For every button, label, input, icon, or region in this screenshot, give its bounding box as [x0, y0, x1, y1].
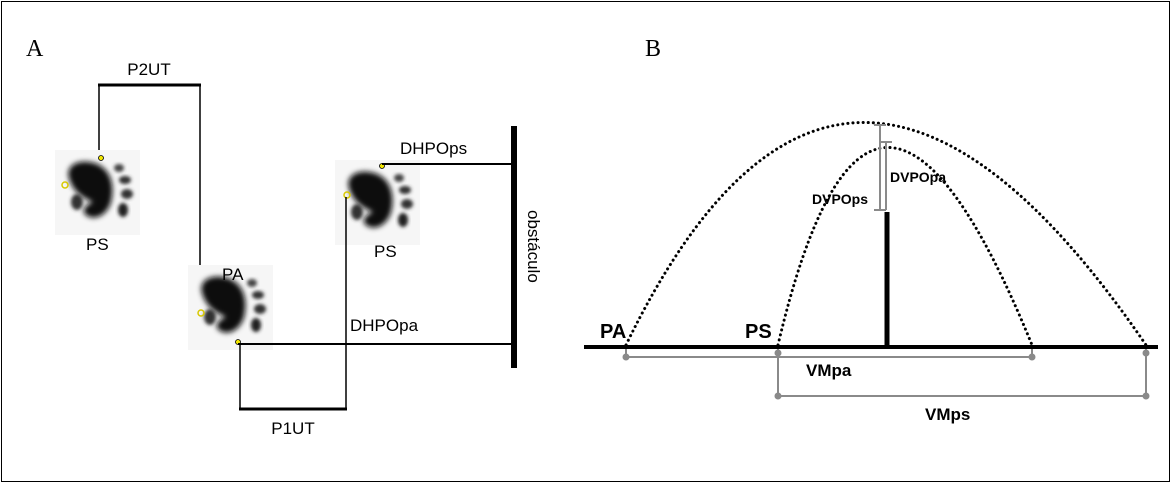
panel-a-letter: A [26, 36, 44, 62]
trajectory-ps [776, 146, 1034, 347]
vmps-label: VMps [925, 405, 970, 424]
pa-label: PA [222, 265, 244, 284]
contact-marker [343, 191, 351, 199]
dvpopa-marker [880, 141, 892, 210]
contact-marker [61, 181, 69, 189]
dvpopa-label: DVPOpa [890, 169, 946, 185]
panel-b-letter: B [645, 36, 661, 62]
ps-right-label: PS [374, 242, 397, 261]
vmps-measure [774, 349, 1150, 400]
p1ut-label: P1UT [271, 419, 314, 438]
ps-ground-label: PS [745, 321, 772, 343]
vmpa-measure [622, 349, 1036, 361]
paw-print-ps-left [55, 150, 140, 235]
contact-marker [98, 155, 104, 161]
dvpops-label: DVPOps [812, 191, 868, 207]
dhpops-label: DHPOps [400, 139, 467, 158]
vmpa-label: VMpa [806, 361, 852, 380]
ps-left-label: PS [86, 235, 109, 254]
contact-marker [197, 309, 205, 317]
paw-print-ps-right [335, 160, 420, 245]
dhpopa-label: DHPOpa [350, 316, 419, 335]
dvpops-marker [874, 124, 886, 211]
obstaculo-label: obstáculo [524, 210, 543, 283]
p2ut-label: P2UT [127, 60, 170, 79]
p1ut-bracket [239, 197, 347, 411]
trajectory-pa [624, 121, 1148, 347]
pa-ground-label: PA [600, 321, 626, 343]
